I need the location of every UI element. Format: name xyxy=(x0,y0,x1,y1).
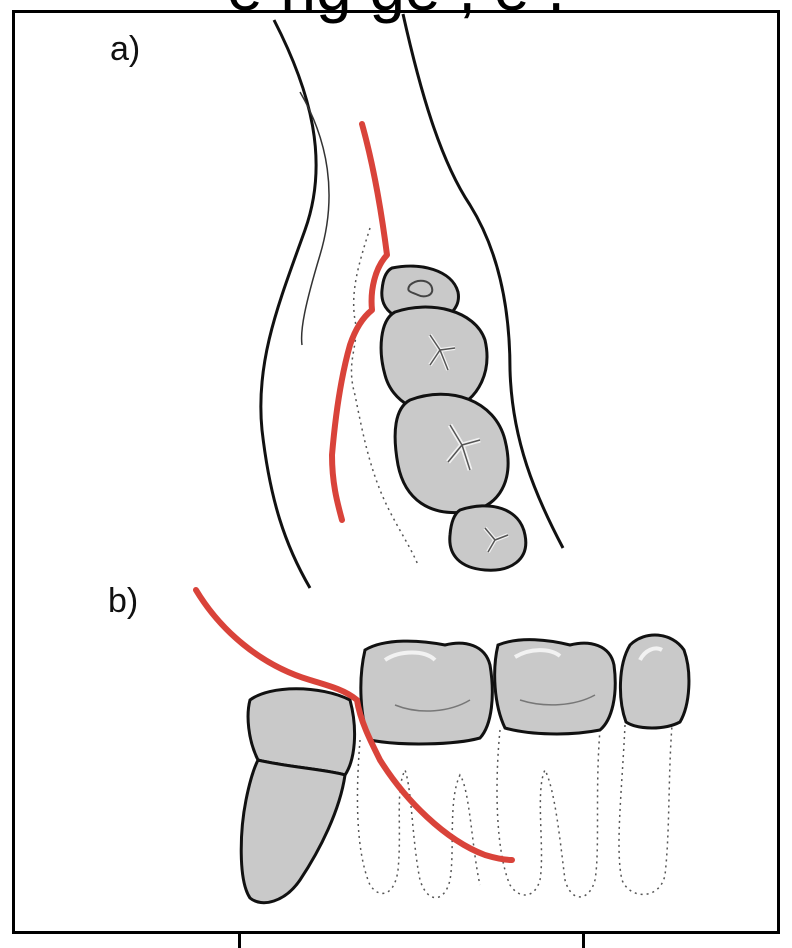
panel-b-lateral-view xyxy=(193,587,691,905)
panel-a-occlusal-view xyxy=(259,13,565,589)
dotted-bone-outline xyxy=(350,227,419,566)
panel-label-a: a) xyxy=(110,30,141,68)
tooth-first-molar xyxy=(393,392,510,515)
tooth-second-molar xyxy=(448,504,528,572)
tooth-molar-crown-2 xyxy=(493,638,617,736)
figure-frame xyxy=(12,10,780,934)
vestibule-line xyxy=(299,91,330,346)
tooth-premolar-crown xyxy=(618,633,691,730)
incision-line-b xyxy=(193,587,515,863)
incision-line-a xyxy=(329,121,390,523)
tooth-molar-crown-1 xyxy=(359,639,494,746)
bottom-tab-left-edge xyxy=(238,932,241,948)
lingual-tissue-outline xyxy=(401,13,565,549)
dotted-root-outlines xyxy=(356,724,673,899)
buccal-tissue-outline xyxy=(259,19,318,589)
panel-label-b: b) xyxy=(108,582,139,620)
tooth-premolar-large xyxy=(379,305,489,414)
tooth-canine-lateral xyxy=(239,687,356,905)
bottom-tab-right-edge xyxy=(582,932,585,948)
